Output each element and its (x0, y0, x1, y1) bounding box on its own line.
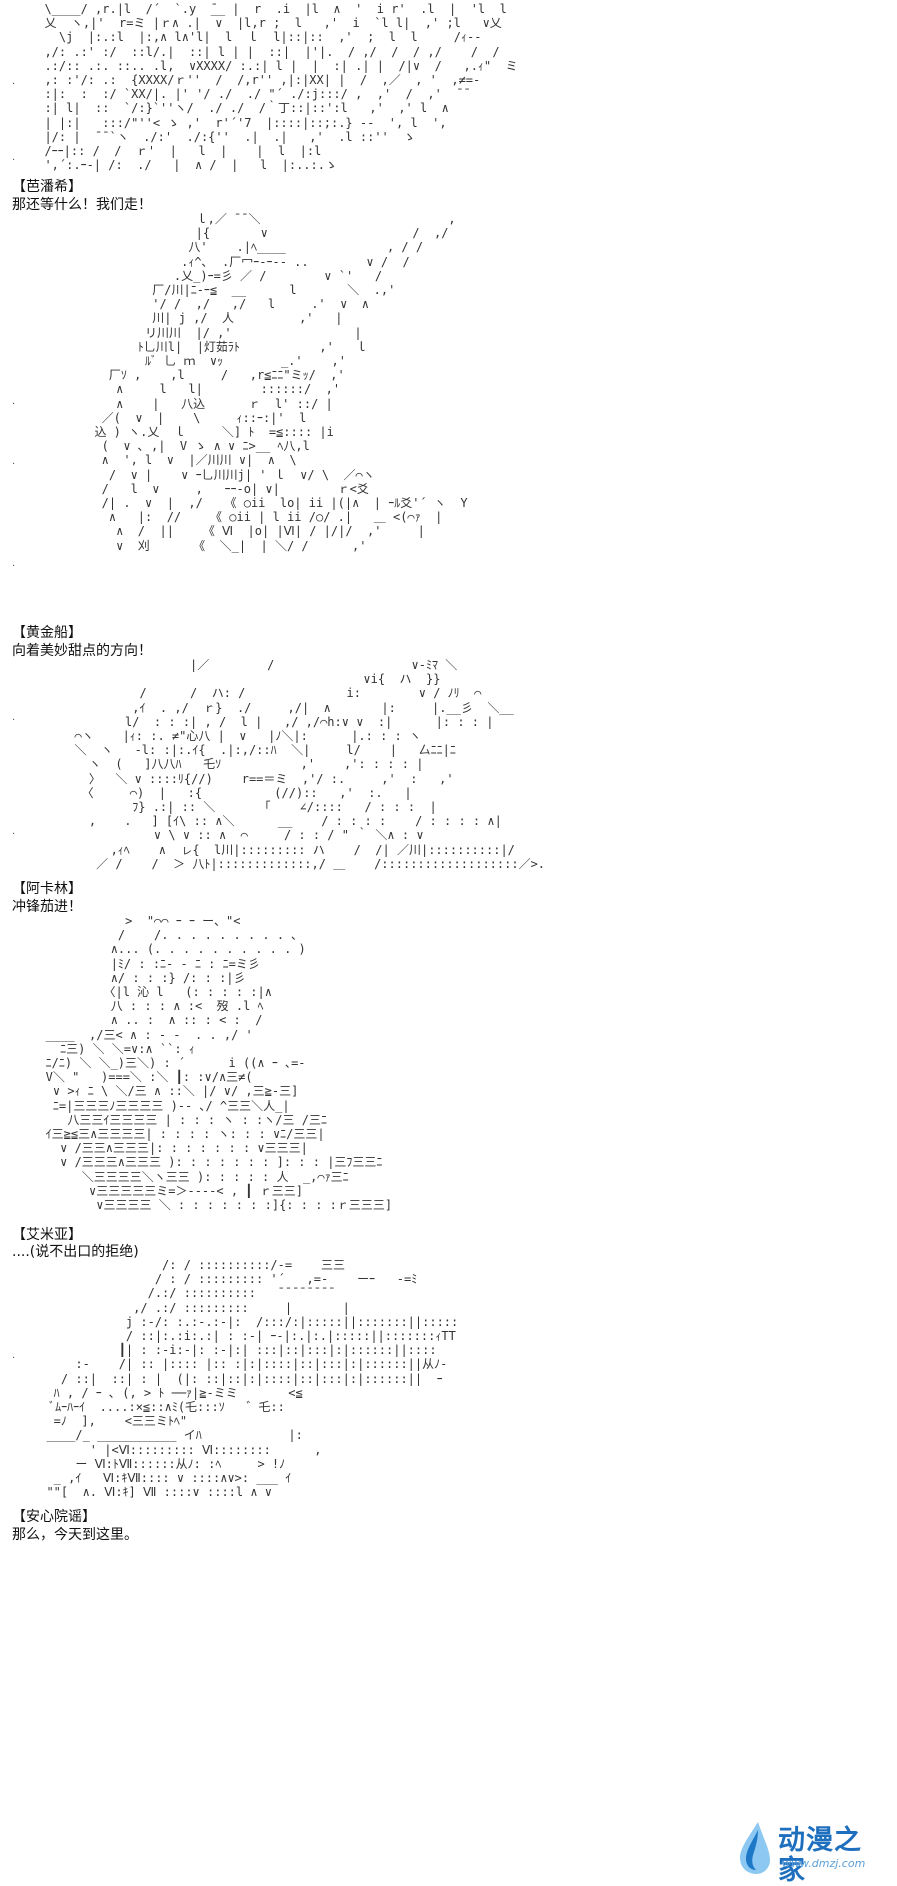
speaker-name: 【黄金船】 (12, 625, 82, 641)
dialogue-line: ....(说不出口的拒绝) (12, 1244, 139, 1260)
dot-marker: . (12, 456, 16, 467)
dot-marker: . (12, 152, 16, 163)
ascii-art-3: |／ / ∨-ﾐﾏ ＼ ∨i{ ハ }} / / ハ: / i: ∨ / ﾉﾘ … (74, 658, 546, 871)
ascii-art-1: \____/ ,r.|l /´ `.y ̄__ | r .i |l ∧ ' i … (44, 2, 518, 173)
speaker-name: 【阿卡林】 (12, 881, 82, 897)
ascii-art-5: /: / ::::::::::/-= 三三 / : / ::::::::: '´… (46, 1258, 459, 1500)
watermark-url: www.dmzj.com (782, 1857, 866, 1870)
ascii-art-4: > "⌒⌒ ｰ ｰ ー、"< / /. . . . . . . . . ､ ∧.… (45, 914, 393, 1213)
speaker-name: 【安心院谣】 (12, 1509, 96, 1525)
watermark-title: 动漫之家 (778, 1825, 862, 1886)
dot-marker: . (12, 1350, 16, 1361)
water-drop-icon (740, 1822, 770, 1874)
dialogue-line: 那么，今天到这里。 (12, 1527, 138, 1543)
dot-marker: . (12, 396, 16, 407)
dot-marker: . (12, 826, 16, 837)
ascii-art-2: ｌ,／ ̄ ̄ ＼ , |{ ∨ / ,/ 八' .|ﾍ____ , / / .… (94, 212, 468, 553)
dot-marker: . (12, 76, 16, 87)
dialogue-line: 那还等什么！我们走！ (12, 197, 152, 213)
dialogue-line: 向着美妙甜点的方向！ (12, 643, 152, 659)
site-watermark: 动漫之家 www.dmzj.com (736, 1820, 886, 1886)
speaker-name: 【芭潘希】 (12, 179, 82, 195)
dot-marker: . (12, 712, 16, 723)
dot-marker: . (12, 558, 16, 569)
speaker-name: 【艾米亚】 (12, 1227, 82, 1243)
dialogue-line: 冲锋茄进！ (12, 899, 82, 915)
